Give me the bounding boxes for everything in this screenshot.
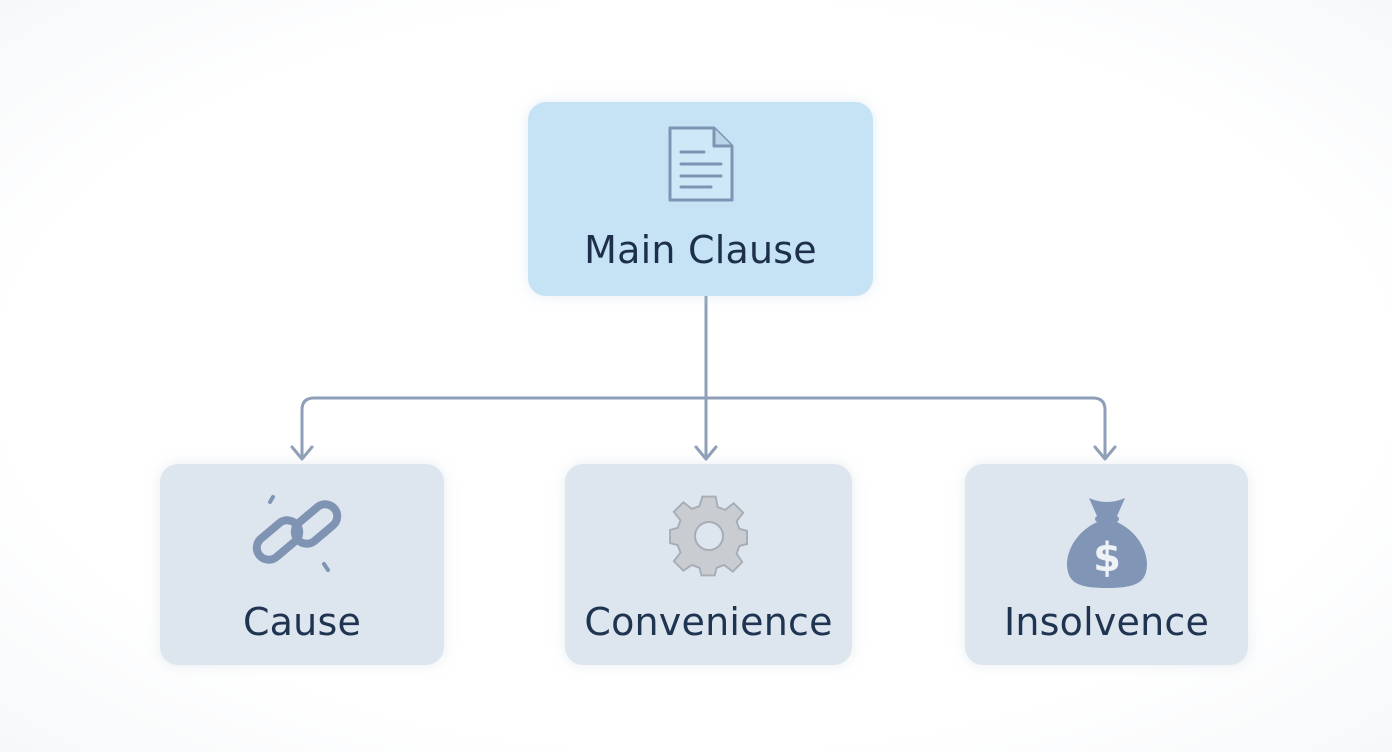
document-icon [666,124,736,208]
chain-link-icon [252,494,352,578]
convenience-label: Convenience [584,600,833,644]
insolvence-node: $ Insolvence [965,464,1248,665]
arrowhead-center [694,445,718,461]
main-clause-label: Main Clause [584,228,817,272]
main-clause-node: Main Clause [528,102,873,296]
arrowhead-right [1093,445,1117,461]
insolvence-label: Insolvence [1003,600,1210,644]
cause-node: Cause [160,464,444,665]
cause-label: Cause [242,600,362,644]
convenience-node: Convenience [565,464,852,665]
svg-text:$: $ [1093,535,1121,581]
gear-icon [667,494,751,582]
arrowhead-left [290,445,314,461]
connector-right-branch [704,396,1107,460]
money-bag-icon: $ [1062,494,1152,594]
connector-left-branch [300,396,708,460]
